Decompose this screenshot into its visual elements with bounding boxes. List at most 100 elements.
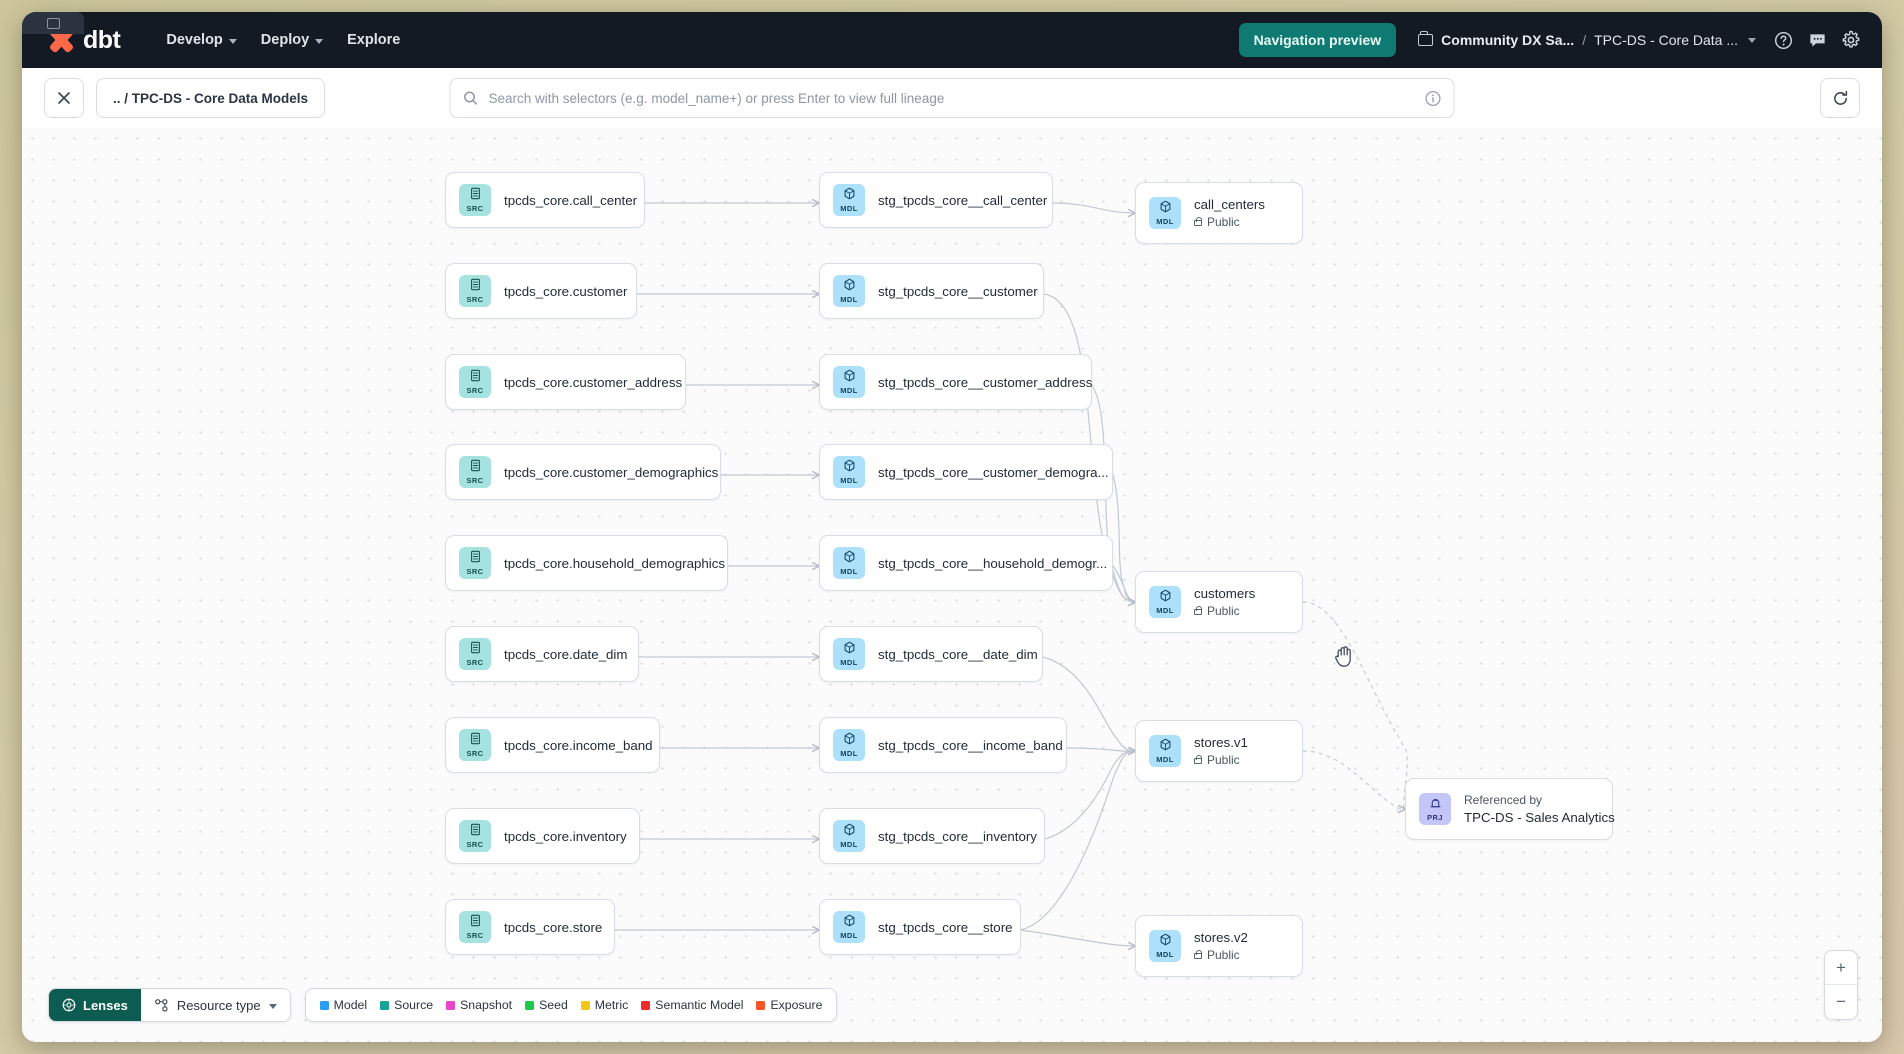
chevron-down-icon[interactable] [1748,37,1756,43]
lenses-button[interactable]: Lenses [49,989,141,1021]
zoom-in-button[interactable]: + [1825,951,1857,985]
browser-tab-icon [46,17,60,29]
node-text: tpcds_core.store [504,920,602,935]
breadcrumb-pill[interactable]: .. / TPC-DS - Core Data Models [96,78,326,118]
legend-label: Seed [539,998,568,1012]
mdl-icon [843,550,856,567]
legend-item: Model [319,998,368,1012]
node-type-label: MDL [1156,606,1174,616]
node-title: stg_tpcds_core__call_center [878,192,1048,208]
browser-tab-stub[interactable] [22,12,84,34]
help-icon[interactable] [1766,23,1800,57]
node-text: tpcds_core.call_center [504,193,637,208]
src-icon [469,823,482,840]
node-type-label: MDL [840,658,858,668]
navigation-preview-button[interactable]: Navigation preview [1238,23,1397,57]
resource-type-button[interactable]: Resource type [140,989,290,1021]
zoom-controls: + − [1824,950,1858,1020]
mdl-icon [843,823,856,840]
node-type-badge-mdl: MDL [833,729,865,761]
search-bar[interactable] [449,78,1455,118]
node-type-label: MDL [840,386,858,396]
lineage-node-sources[interactable]: SRC tpcds_core.date_dim [445,626,639,682]
refresh-button[interactable] [1820,78,1860,118]
mdl-icon [843,278,856,295]
node-title: stg_tpcds_core__income_band [878,737,1063,753]
legend-swatch [525,1000,535,1010]
node-type-badge-src: SRC [459,638,491,670]
node-text: stg_tpcds_core__customer_demogra... [878,465,1109,480]
lens-icon [62,998,76,1012]
top-navigation-bar: dbt Develop Deploy Explore Navigation pr… [22,12,1882,68]
node-access: Public [1194,753,1248,767]
settings-icon[interactable] [1834,23,1868,57]
node-type-label: SRC [466,567,484,577]
nodes-icon [154,998,168,1012]
info-icon[interactable] [1425,90,1442,107]
nav-item-deploy[interactable]: Deploy [249,25,335,55]
node-type-label: MDL [1156,755,1174,765]
mdl-icon [843,732,856,749]
close-button[interactable] [44,78,84,118]
mdl-icon [843,914,856,931]
node-type-label: MDL [840,204,858,214]
nav-item-deploy-label: Deploy [260,32,310,48]
legend-item: Seed [525,998,568,1012]
node-text: stg_tpcds_core__household_demogr... [878,556,1107,571]
lineage-node-sources[interactable]: SRC tpcds_core.household_demographics [445,535,728,591]
src-icon [469,914,482,931]
breadcrumb-account[interactable]: Community DX Sa... [1441,32,1575,48]
breadcrumb-project[interactable]: TPC-DS - Core Data ... [1594,32,1738,48]
lineage-node-sources[interactable]: SRC tpcds_core.store [445,899,615,955]
node-text: tpcds_core.customer [504,283,628,299]
node-text: stg_tpcds_core__date_dim [878,647,1038,662]
node-title: stg_tpcds_core__store [878,919,1013,935]
mdl-icon [843,369,856,386]
nav-item-develop[interactable]: Develop [154,25,248,55]
nav-item-explore[interactable]: Explore [335,25,412,55]
node-type-badge-mdl: MDL [1149,586,1181,618]
feedback-icon[interactable] [1800,23,1834,57]
legend-label: Model [333,998,368,1012]
node-title: tpcds_core.customer [504,283,628,299]
legend-item: Metric [580,998,628,1012]
node-title: tpcds_core.household_demographics [504,555,726,571]
node-text: stg_tpcds_core__income_band [878,737,1063,753]
dbt-logo[interactable]: dbt [48,26,121,55]
node-type-badge-mdl: MDL [833,275,865,307]
src-icon [469,732,482,749]
legend-swatch [580,1000,590,1010]
zoom-out-button[interactable]: − [1836,992,1846,1011]
lineage-node-staging[interactable]: MDL stg_tpcds_core__income_band [819,717,1067,773]
lineage-node-staging[interactable]: MDL stg_tpcds_core__call_center [819,172,1053,228]
legend-label: Source [394,998,434,1012]
node-title: tpcds_core.date_dim [504,646,628,662]
search-input[interactable] [488,90,1415,106]
lineage-node-staging[interactable]: MDL stg_tpcds_core__date_dim [819,626,1043,682]
node-title: tpcds_core.income_band [504,737,653,753]
node-type-label: MDL [840,749,858,759]
legend-swatch [641,1000,651,1010]
mdl-icon [1159,933,1172,950]
node-type-badge-src: SRC [459,911,491,943]
node-type-label: SRC [466,658,484,668]
legend-label: Exposure [770,998,823,1012]
